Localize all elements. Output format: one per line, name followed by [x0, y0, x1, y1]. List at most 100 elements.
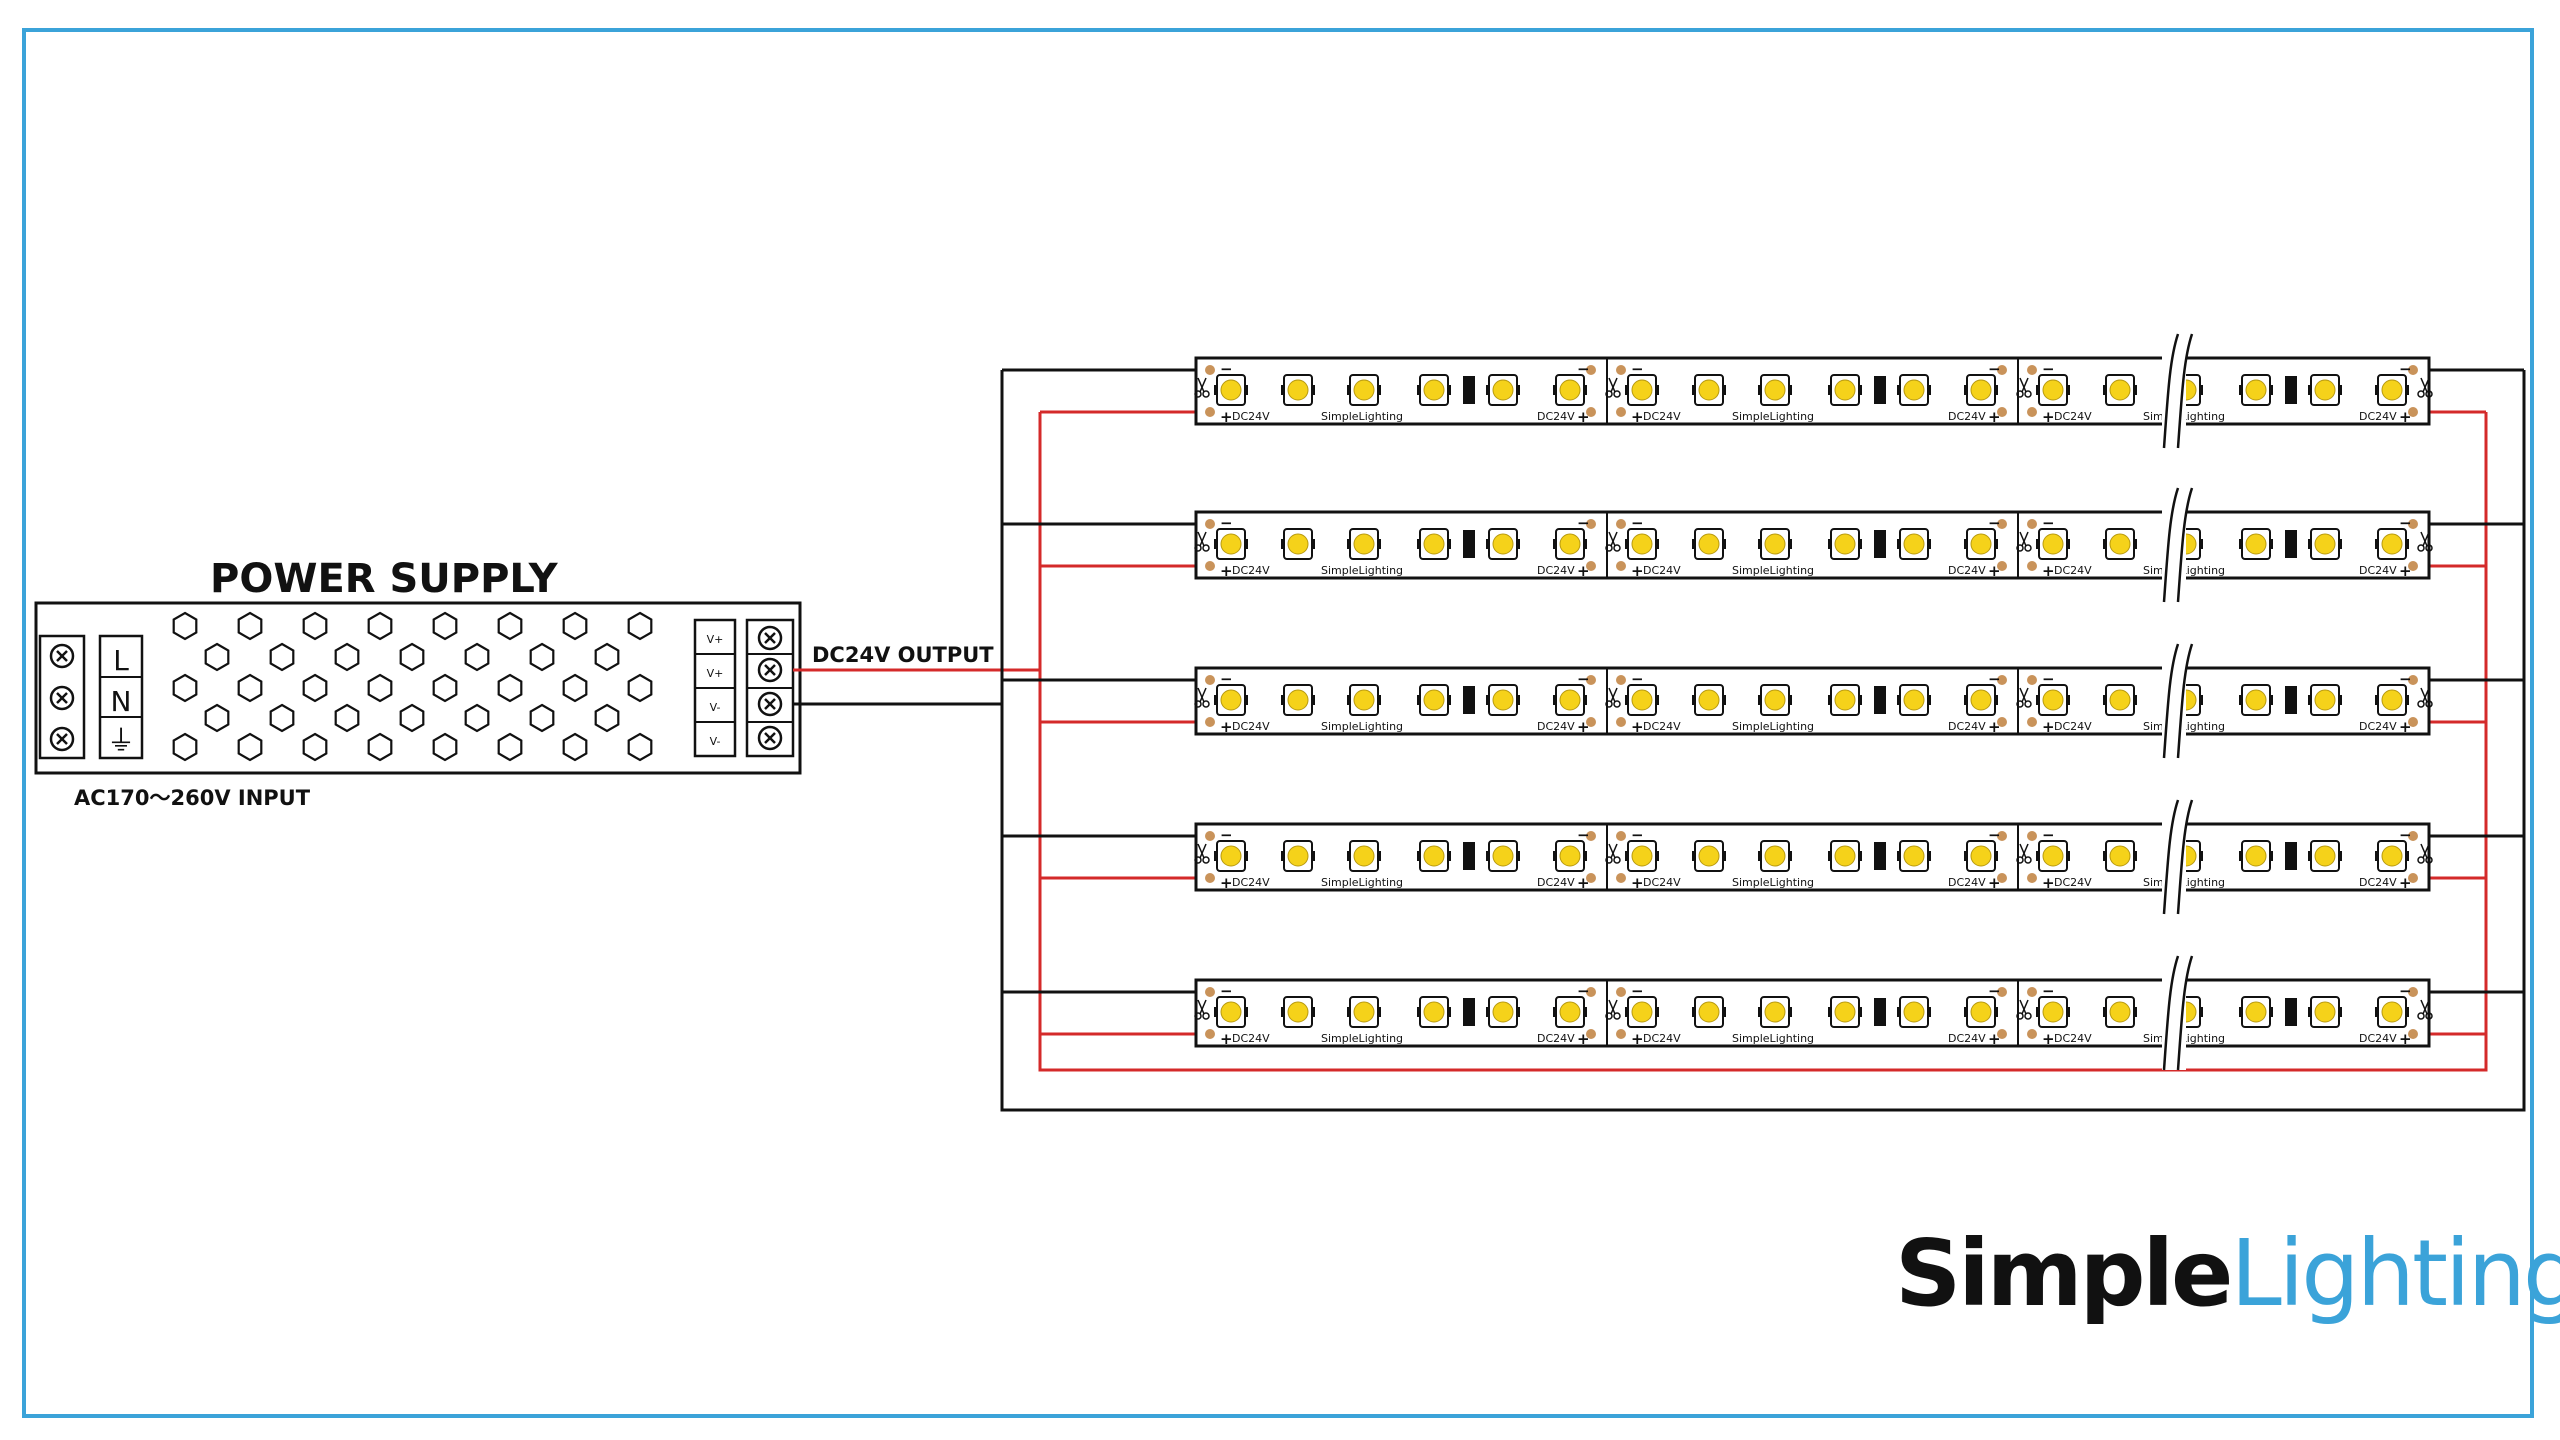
strip-minus-sign: − — [2042, 360, 2055, 378]
strip-voltage-label: DC24V — [2054, 876, 2092, 889]
strip-voltage-label: DC24V — [1643, 564, 1681, 577]
vent-hole — [529, 703, 555, 733]
led-chip — [2103, 840, 2137, 872]
solder-pad — [1586, 407, 1596, 417]
solder-pad — [1997, 987, 2007, 997]
resistor — [1463, 530, 1475, 558]
diagram-frame — [22, 28, 2534, 1418]
led-chip — [1281, 684, 1315, 716]
vent-hole — [594, 642, 620, 672]
strip-plus-sign: + — [1220, 562, 1233, 580]
strip-voltage-label-end: DC24V — [1537, 876, 1575, 889]
strip-mini-logo: SimpleLighting — [1321, 410, 1403, 423]
strip-break-mark — [2162, 799, 2194, 915]
strip-break-mark — [2162, 333, 2194, 449]
strip-minus-sign-end: − — [1988, 826, 2001, 844]
strip-plus-sign: + — [2042, 562, 2055, 580]
strip-plus-sign-end: + — [2399, 718, 2412, 736]
strip-voltage-label-end: DC24V — [2359, 1032, 2397, 1045]
solder-pad — [1616, 407, 1626, 417]
led-chip — [1758, 996, 1792, 1028]
strip-voltage-label: DC24V — [1232, 564, 1270, 577]
input-terminal-labels — [98, 634, 144, 760]
solder-pad — [2027, 407, 2037, 417]
solder-pad — [1616, 717, 1626, 727]
strip-minus-sign: − — [1631, 670, 1644, 688]
led-chip — [2103, 374, 2137, 406]
vent-hole — [237, 673, 263, 703]
vent-hole — [269, 703, 295, 733]
vent-hole — [172, 732, 198, 762]
led-chip — [1758, 374, 1792, 406]
led-chip — [1625, 840, 1659, 872]
strip-minus-sign: − — [1631, 982, 1644, 1000]
solder-pad — [2408, 519, 2418, 529]
led-chip — [1625, 684, 1659, 716]
strip-minus-sign: − — [2042, 826, 2055, 844]
led-chip — [1486, 996, 1520, 1028]
vent-hole — [497, 732, 523, 762]
led-chip — [1964, 996, 1998, 1028]
strip-voltage-label: DC24V — [1232, 720, 1270, 733]
strip-voltage-label: DC24V — [1643, 876, 1681, 889]
ventilation-holes — [172, 611, 653, 762]
strip-minus-sign: − — [1631, 360, 1644, 378]
strip-voltage-label-end: DC24V — [1537, 564, 1575, 577]
solder-pad — [1205, 1029, 1215, 1039]
led-chip — [1214, 840, 1248, 872]
solder-pad — [1616, 831, 1626, 841]
strip-voltage-label-end: DC24V — [1948, 876, 1986, 889]
scissors-icon — [1605, 377, 1621, 398]
solder-pad — [1616, 675, 1626, 685]
strip-plus-sign: + — [1220, 718, 1233, 736]
led-chip — [1553, 996, 1587, 1028]
led-chip — [1828, 840, 1862, 872]
led-chip — [1347, 528, 1381, 560]
solder-pad — [2408, 831, 2418, 841]
vent-hole — [399, 642, 425, 672]
strip-voltage-label-end: DC24V — [1537, 410, 1575, 423]
scissors-icon — [1194, 687, 1210, 708]
vent-hole — [367, 611, 393, 641]
strip-voltage-label-end: DC24V — [2359, 720, 2397, 733]
led-chip — [2375, 996, 2409, 1028]
led-chip — [1897, 840, 1931, 872]
led-chip — [2036, 840, 2070, 872]
led-chip — [1553, 684, 1587, 716]
solder-pad — [2027, 365, 2037, 375]
terminal-vplus-2: V+ — [707, 667, 724, 680]
led-chip — [2036, 528, 2070, 560]
solder-pad — [1586, 873, 1596, 883]
solder-pad — [1205, 987, 1215, 997]
resistor — [2285, 530, 2297, 558]
strip-plus-sign: + — [1631, 408, 1644, 426]
strip-mini-logo: SimpleLighting — [1321, 1032, 1403, 1045]
strip-minus-sign-end: − — [1577, 982, 1590, 1000]
strip-mini-logo: SimpleLighting — [1732, 1032, 1814, 1045]
solder-pad — [2408, 1029, 2418, 1039]
led-chip — [1692, 996, 1726, 1028]
led-chip — [1417, 840, 1451, 872]
strip-voltage-label: DC24V — [2054, 720, 2092, 733]
strip-voltage-label-end: DC24V — [1537, 720, 1575, 733]
solder-pad — [1586, 519, 1596, 529]
solder-pad — [2408, 717, 2418, 727]
strip-minus-sign: − — [2042, 514, 2055, 532]
led-chip — [1897, 374, 1931, 406]
led-chip — [2239, 528, 2273, 560]
scissors-icon — [2016, 687, 2032, 708]
brand-logo-simple: Simple — [1895, 1220, 2233, 1327]
strip-mini-logo: SimpleLighting — [1732, 410, 1814, 423]
solder-pad — [1205, 407, 1215, 417]
solder-pad — [1997, 675, 2007, 685]
solder-pad — [2408, 407, 2418, 417]
scissors-icon — [1605, 687, 1621, 708]
led-chip — [1417, 374, 1451, 406]
vent-hole — [204, 703, 230, 733]
